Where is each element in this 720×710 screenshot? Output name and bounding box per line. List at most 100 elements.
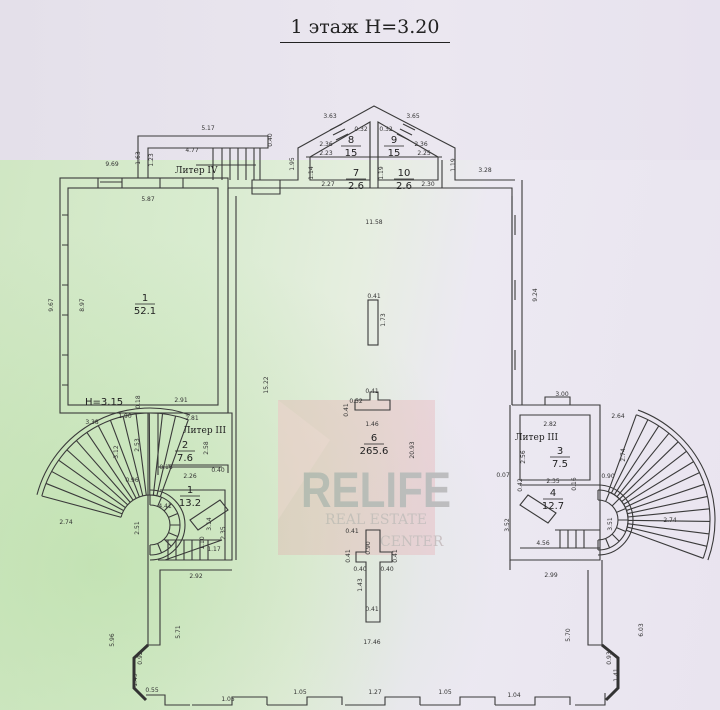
stair-steps [36,407,191,518]
dimension-label: 3.52 [504,518,511,532]
dimension-label: 9.67 [48,298,55,312]
dimension-label: 0.40 [380,566,394,573]
room-area: 52.1 [134,306,156,317]
dimension-label: 0.90 [365,541,372,555]
stair-steps [149,489,186,561]
dimension-label: 2.64 [611,413,625,420]
dimension-label: 1.63 [135,151,142,165]
room-number: 10 [398,168,411,179]
dimension-label: 1.10 [199,536,206,550]
liter-label: Литер III [183,426,227,436]
room-number: 1 [187,485,193,496]
dimension-label: 1.17 [207,546,221,553]
dimension-label: 3.38 [85,419,99,426]
dimension-label: 2.82 [543,421,557,428]
dimension-label: 1.05 [221,696,235,703]
dimension-label: 1.04 [507,692,521,699]
dimension-label: 1.05 [438,689,452,696]
dimension-label: 0.41 [367,293,381,300]
dimension-label: 3.28 [478,167,492,174]
paper-background-top [0,0,720,160]
dimension-label: 5.70 [565,628,572,642]
dimension-label: 2.56 [520,450,527,464]
labels: Литер IV Литер III Литер III H=3.15 152.… [48,113,677,703]
dimension-label: 0.41 [343,403,350,417]
room-area: 12.7 [542,501,564,512]
dimension-label: 3.12 [113,445,120,459]
dimension-label: 3.14 [206,517,213,531]
dimension-label: 2.74 [663,517,677,524]
dimension-label: 0.92 [137,651,144,665]
dimension-label: 0.96 [125,477,139,484]
liter-label: Литер III [515,433,559,443]
dimension-label: 2.36 [319,141,333,148]
room-area: 2.6 [348,181,364,192]
dimension-label: 0.16 [571,477,578,491]
dimension-label: 0.90 [601,473,615,480]
dimension-label: 1.41 [613,668,620,682]
dimension-label: 0.52 [349,398,363,405]
dimension-label: 0.40 [211,467,225,474]
dimension-label: 4.41 [158,503,172,510]
dimension-label: 2.23 [319,150,333,157]
dimension-label: 0.41 [345,528,359,535]
dimension-label: 8.97 [79,298,86,312]
room-number: 6 [371,433,377,444]
dimension-label: 1.27 [368,689,382,696]
dimension-label: 1.43 [357,578,364,592]
dimension-label: 4.77 [185,147,199,154]
room-area: 7.5 [552,459,568,470]
dimension-label: 0.41 [345,549,352,563]
paper-background-tint [0,230,500,710]
dimension-label: 11.58 [365,219,382,226]
dimension-label: 3.51 [607,517,614,531]
left-stair-core [149,489,186,561]
dimension-label: 9.69 [105,161,119,168]
watermark-sub1: REAL ESTATE [325,512,427,528]
room-area: 13.2 [179,498,201,509]
dimension-label: 0.32 [379,126,393,133]
stair-steps [597,484,634,556]
dimension-label: 1.23 [148,153,155,167]
plan-title: 1 этаж H=3.20 [280,16,450,43]
room-area: 15 [345,148,358,159]
dimension-label: 0.42 [517,478,524,492]
dimension-label: 1.95 [289,157,296,171]
dimension-label: 3.00 [555,391,569,398]
dimension-label: 4.56 [536,540,550,547]
room-number: 9 [391,135,397,146]
dimension-label: 0.41 [365,388,379,395]
dimension-label: 5.96 [109,633,116,647]
room-number: 1 [142,293,148,304]
dimension-label: 2.99 [544,572,558,579]
room-area: 2.6 [396,181,412,192]
dimension-label: 17.46 [363,639,380,646]
dimension-label: 2.92 [189,573,203,580]
dimension-label: 2.27 [321,181,335,188]
spiral-stairs [36,407,716,561]
watermark-sub2: CENTER [380,534,444,550]
dimension-label: 2.30 [421,181,435,188]
room-area: 7.6 [177,453,193,464]
dimension-label: 0.40 [267,133,274,147]
right-spiral-stair [607,409,716,561]
room-number: 7 [353,168,359,179]
room-area: 265.6 [360,446,389,457]
left-spiral-stair [36,407,191,518]
dimension-label: 2.36 [414,141,428,148]
dimension-label: 3.63 [323,113,337,120]
dimension-label: 0.40 [353,566,367,573]
dimension-label: 2.35 [546,478,560,485]
height-label: H=3.15 [85,397,123,408]
dimension-label: 2.53 [134,438,141,452]
dimension-label: 1.19 [450,158,457,172]
watermark-logo: RELIFE REAL ESTATE CENTER [278,400,451,555]
dimension-label: 5.17 [201,125,215,132]
dimension-label: 3.65 [406,113,420,120]
dimension-label: 20.93 [409,441,416,458]
liter-label: Литер IV [175,166,218,176]
dimension-label: 9.24 [532,288,539,302]
dimension-label: 5.71 [175,625,182,639]
dimension-label: 2.58 [203,441,210,455]
dimension-label: 5.87 [141,196,155,203]
